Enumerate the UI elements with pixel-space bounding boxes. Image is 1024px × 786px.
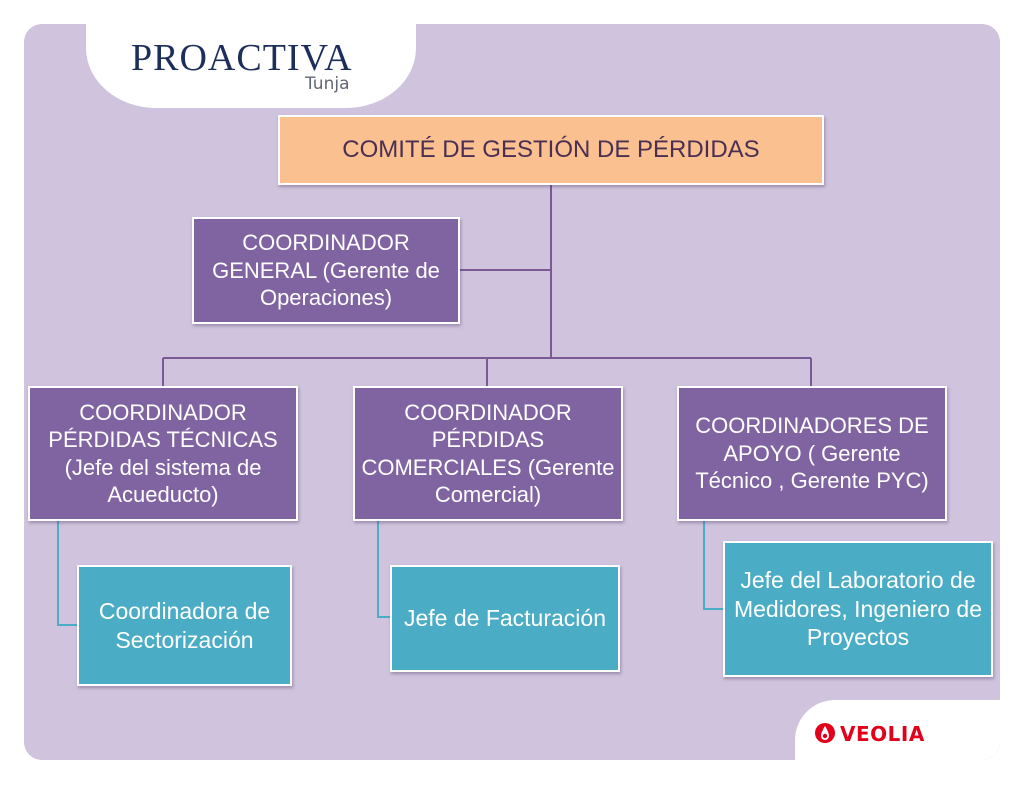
org-node-label: Jefe de Facturación	[403, 605, 606, 632]
logo-city: Tunja	[305, 74, 350, 94]
org-node-root: COMITÉ DE GESTIÓN DE PÉRDIDAS	[278, 115, 824, 185]
org-node-label: COORDINADOR PÉRDIDAS COMERCIALES (Gerent…	[361, 399, 615, 508]
org-node-report-support: Jefe del Laboratorio de Medidores, Ingen…	[723, 541, 993, 677]
connector-commercial-report	[377, 520, 392, 618]
veolia-droplet-icon	[815, 723, 835, 743]
connector-technical-report	[57, 520, 78, 626]
org-node-general-coordinator: COORDINADOR GENERAL (Gerente de Operacio…	[192, 217, 460, 324]
logo-tab	[86, 22, 416, 108]
org-node-label: COORDINADORES DE APOYO ( Gerente Técnico…	[695, 413, 929, 494]
org-node-label: Coordinadora de Sectorización	[98, 597, 271, 653]
veolia-logo: VEOLIA	[840, 722, 925, 746]
org-node-coordinator-support: COORDINADORES DE APOYO ( Gerente Técnico…	[677, 386, 947, 521]
org-node-label: Jefe del Laboratorio de Medidores, Ingen…	[733, 566, 983, 651]
connector-support-report	[703, 520, 724, 610]
org-node-report-technical: Coordinadora de Sectorización	[77, 565, 292, 686]
org-node-coordinator-technical: COORDINADOR PÉRDIDAS TÉCNICAS (Jefe del …	[28, 386, 298, 521]
org-node-label: COORDINADOR PÉRDIDAS TÉCNICAS (Jefe del …	[48, 399, 278, 508]
proactiva-logo: PROACTIVA	[131, 37, 353, 79]
org-node-general-coordinator-label: COORDINADOR GENERAL (Gerente de Operacio…	[212, 230, 440, 311]
org-node-report-commercial: Jefe de Facturación	[390, 565, 620, 672]
org-node-root-label: COMITÉ DE GESTIÓN DE PÉRDIDAS	[342, 136, 760, 163]
org-node-coordinator-commercial: COORDINADOR PÉRDIDAS COMERCIALES (Gerent…	[353, 386, 623, 521]
